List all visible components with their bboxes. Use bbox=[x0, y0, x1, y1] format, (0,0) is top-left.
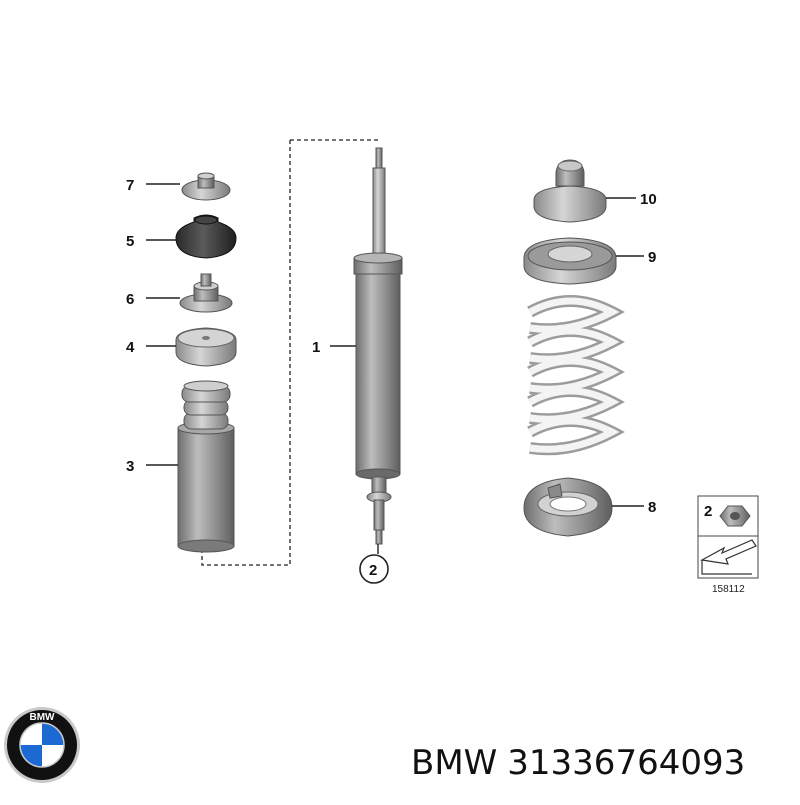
callout-6: 6 bbox=[126, 291, 134, 308]
callout-2: 2 bbox=[369, 562, 377, 579]
callout-1: 1 bbox=[312, 339, 320, 356]
part-3-dust-boot bbox=[177, 380, 235, 553]
part-9-upper-spring-seat bbox=[523, 237, 617, 285]
caption-part-number: 31336764093 bbox=[507, 743, 746, 783]
inset-label: 2 bbox=[704, 503, 712, 520]
leader-lines bbox=[146, 183, 644, 554]
inset-box: 2 bbox=[697, 495, 759, 579]
coil-spring-highlight bbox=[528, 297, 620, 453]
callout-7: 7 bbox=[126, 177, 134, 194]
bmw-logo-text: BMW bbox=[30, 712, 56, 723]
part-6-bushing bbox=[179, 273, 233, 313]
bmw-logo: BMW bbox=[4, 707, 80, 783]
part-8-lower-spring-seat bbox=[523, 477, 613, 537]
caption-brand: BMW bbox=[411, 743, 498, 783]
callout-4: 4 bbox=[126, 339, 135, 356]
callout-2-circle bbox=[359, 554, 389, 584]
assembly-bracket bbox=[201, 140, 291, 566]
part-10-spring-pad bbox=[533, 159, 607, 223]
inset-code: 158112 bbox=[712, 584, 745, 595]
callout-10: 10 bbox=[640, 191, 657, 208]
callout-8: 8 bbox=[648, 499, 656, 516]
callout-5: 5 bbox=[126, 233, 134, 250]
callout-9: 9 bbox=[648, 249, 656, 266]
part-4-washer bbox=[175, 327, 237, 367]
part-5-rubber-mount bbox=[175, 214, 237, 259]
arrow-icon bbox=[700, 539, 757, 565]
part-1-shock-absorber bbox=[353, 147, 403, 545]
part-7-cap bbox=[181, 172, 231, 201]
callout-3: 3 bbox=[126, 458, 134, 475]
